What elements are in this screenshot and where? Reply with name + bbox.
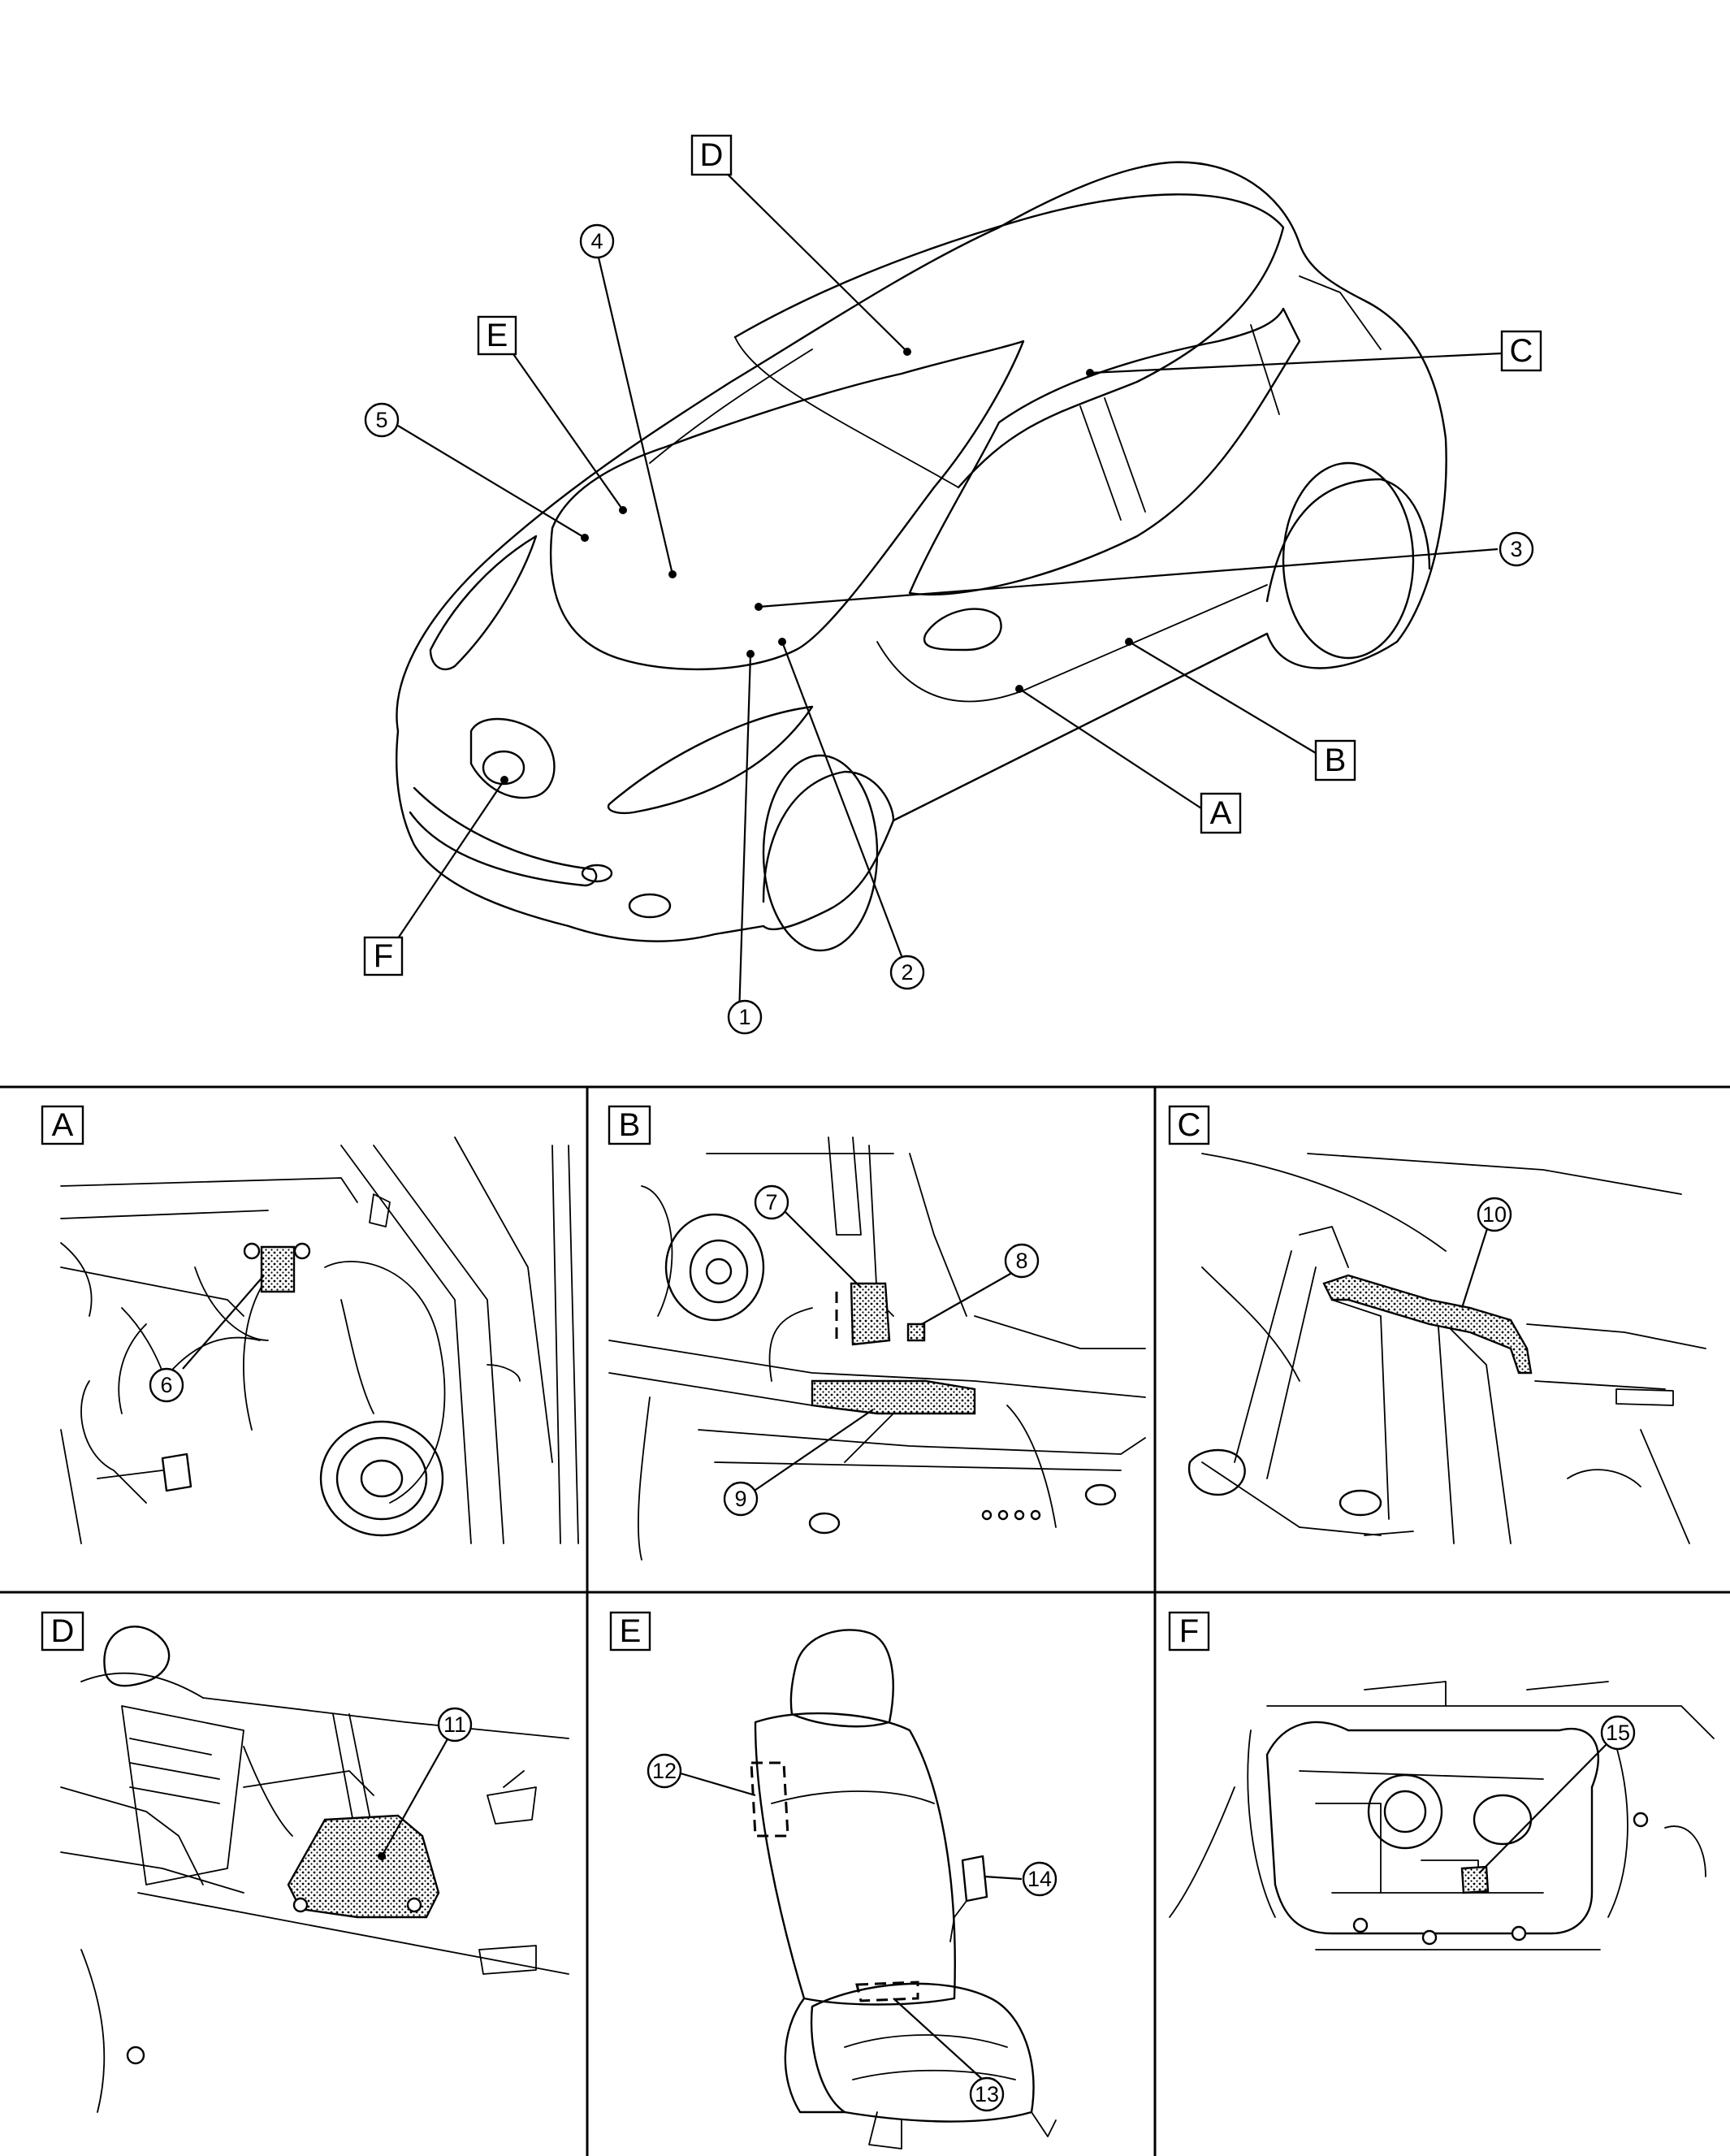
svg-text:6: 6 — [160, 1373, 172, 1397]
front-compartment-outline — [1265, 1721, 1600, 1935]
hood-outline — [549, 340, 1025, 671]
panel-E-callout-14: 14 — [1022, 1861, 1057, 1897]
overview-callout-5: 5 — [364, 402, 400, 438]
side-mirror — [923, 608, 1002, 652]
svg-text:10: 10 — [1482, 1202, 1507, 1227]
overview-letter-B: B — [1314, 739, 1356, 781]
svg-text:5: 5 — [375, 408, 387, 432]
overview-letter-A: A — [1200, 792, 1242, 834]
panel-grid — [0, 1085, 1730, 2156]
svg-text:F: F — [1179, 1613, 1199, 1649]
component-7 — [850, 1282, 891, 1346]
component-8 — [906, 1323, 926, 1342]
vehicle-body-outline — [395, 161, 1447, 942]
panel-B: B 7 — [608, 1105, 1146, 1561]
svg-text:C: C — [1178, 1107, 1201, 1143]
panel-A: A 6 — [41, 1105, 579, 1544]
svg-text:E: E — [487, 318, 508, 353]
front-wheel — [762, 754, 879, 952]
component-10-curtain — [1322, 1274, 1533, 1375]
panel-E: E 12 13 14 — [609, 1611, 1057, 2150]
svg-text:A: A — [1210, 795, 1232, 831]
overview-letter-D: D — [690, 134, 733, 176]
overview-callout-4: 4 — [579, 223, 615, 259]
svg-text:4: 4 — [590, 229, 603, 253]
svg-text:7: 7 — [765, 1190, 777, 1214]
svg-text:2: 2 — [901, 960, 913, 985]
overview-callout-3: 3 — [1499, 531, 1534, 567]
rear-wheel — [1282, 461, 1415, 660]
panel-E-callout-12: 12 — [647, 1753, 682, 1789]
overview-callout-1: 1 — [727, 999, 763, 1035]
overview-leaders — [397, 158, 1503, 1016]
panel-D: D 11 — [41, 1611, 569, 2113]
headlight-right — [607, 705, 814, 815]
svg-text:B: B — [1325, 742, 1347, 778]
component-9 — [811, 1379, 976, 1415]
svg-text:E: E — [620, 1613, 642, 1649]
svg-text:11: 11 — [443, 1712, 466, 1737]
panel-C-callout-10: 10 — [1477, 1197, 1512, 1232]
svg-text:F: F — [374, 938, 393, 974]
vehicle-overview — [395, 161, 1447, 952]
svg-text:8: 8 — [1015, 1249, 1027, 1273]
svg-text:14: 14 — [1027, 1867, 1052, 1891]
svg-text:3: 3 — [1510, 537, 1522, 561]
svg-text:B: B — [619, 1107, 641, 1143]
windshield — [733, 193, 1285, 489]
panel-F-callout-15: 15 — [1600, 1715, 1636, 1751]
overview-callout-2: 2 — [889, 955, 925, 990]
headlight-left — [429, 535, 538, 671]
panel-B-callout-7: 7 — [754, 1184, 789, 1220]
svg-text:9: 9 — [734, 1487, 746, 1511]
panel-B-callout-8: 8 — [1004, 1243, 1040, 1279]
overview-letter-C: C — [1500, 330, 1542, 372]
side-window — [908, 307, 1301, 596]
panel-E-callout-13: 13 — [969, 2076, 1005, 2112]
svg-text:13: 13 — [975, 2082, 999, 2106]
component-13-area — [855, 1981, 919, 2002]
panel-B-callout-9: 9 — [723, 1481, 759, 1517]
component-6-sensor — [260, 1245, 296, 1293]
svg-text:D: D — [700, 137, 724, 173]
component-15-sensor — [1460, 1865, 1490, 1894]
charge-port-lid — [469, 717, 556, 799]
svg-text:A: A — [52, 1107, 74, 1143]
svg-text:1: 1 — [738, 1005, 750, 1029]
panel-F: F 15 — [1168, 1611, 1715, 1950]
seat-back — [754, 1712, 956, 2006]
svg-text:D: D — [51, 1613, 75, 1649]
overview-letter-F: F — [363, 936, 404, 976]
overview-letter-E: E — [477, 315, 517, 356]
svg-text:C: C — [1510, 333, 1533, 369]
panel-C: C 10 — [1168, 1105, 1706, 1544]
component-14-buckle — [961, 1855, 988, 1903]
panel-D-callout-11: 11 — [437, 1707, 473, 1743]
svg-text:12: 12 — [652, 1759, 677, 1783]
seat-headrest — [789, 1629, 894, 1728]
panel-A-callout-6: 6 — [149, 1367, 184, 1403]
component-12-area — [750, 1761, 789, 1838]
component-11-control-unit — [287, 1814, 440, 1919]
svg-text:15: 15 — [1606, 1721, 1630, 1745]
